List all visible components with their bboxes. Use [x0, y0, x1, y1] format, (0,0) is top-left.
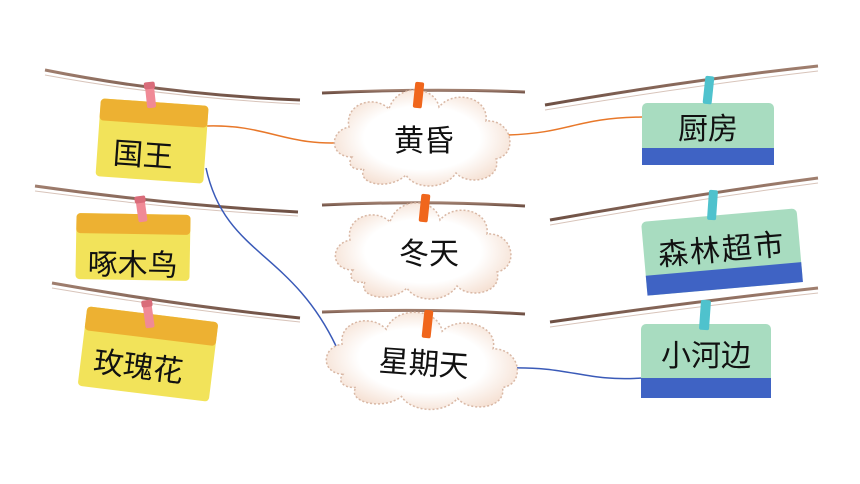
left-card-meiguihua[interactable]: 玫瑰花 — [78, 306, 219, 402]
rope — [44, 74, 301, 105]
rope — [549, 176, 819, 222]
clothespin-icon — [702, 75, 715, 105]
cloud-label: 星期天 — [378, 344, 470, 385]
rope — [51, 281, 301, 320]
cloud-label: 冬天 — [399, 237, 459, 272]
card-label: 啄木鸟 — [87, 247, 178, 284]
rope — [34, 184, 299, 214]
card-label: 国王 — [112, 136, 174, 175]
clothespin-icon — [143, 81, 157, 109]
right-card-xiaohebian[interactable]: 小河边 — [641, 324, 771, 398]
connector-guowang-huanghun — [205, 125, 353, 144]
rope — [549, 182, 819, 226]
right-card-chufang[interactable]: 厨房 — [642, 103, 774, 165]
rope — [544, 64, 819, 107]
left-card-zhuomuniao[interactable]: 啄木鸟 — [75, 213, 191, 284]
clothespin-icon — [134, 195, 148, 223]
connector-lines — [205, 116, 643, 380]
rope — [51, 287, 301, 323]
left-card-guowang[interactable]: 国王 — [95, 98, 209, 184]
cloud-card-xingqitian[interactable]: 星期天 — [323, 306, 521, 415]
rope — [549, 292, 819, 328]
clothespin-icon — [421, 309, 434, 339]
cloud-card-huanghun[interactable]: 黄昏 — [333, 89, 511, 187]
rope — [44, 68, 301, 102]
right-card-senlinchaoshi[interactable]: 森林超市 — [641, 208, 803, 296]
cloud-label: 黄昏 — [394, 124, 454, 159]
cloud-icon — [333, 89, 511, 187]
card-label: 厨房 — [678, 112, 738, 147]
clothespin-icon — [141, 299, 155, 329]
rope — [549, 286, 819, 324]
rope — [544, 70, 819, 111]
rope — [321, 88, 526, 95]
cloud-card-dongtian[interactable]: 冬天 — [334, 202, 512, 300]
rope — [34, 190, 299, 217]
cloud-icon — [325, 311, 519, 411]
connector-guowang-xingqitian — [205, 167, 337, 347]
connector-xingqitian-xiaohebian — [507, 367, 643, 380]
clothespin-icon — [707, 189, 718, 221]
clothespin-icon — [699, 299, 711, 331]
card-label: 小河边 — [661, 339, 751, 374]
clothespin-icon — [412, 81, 425, 109]
connector-huanghun-chufang — [507, 116, 643, 136]
clothespin-icon — [418, 193, 431, 223]
cloud-icon — [334, 202, 512, 300]
